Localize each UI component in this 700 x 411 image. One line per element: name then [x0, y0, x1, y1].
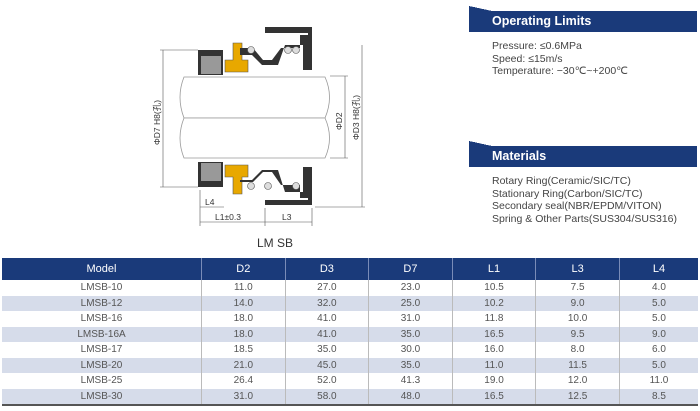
value-cell: 18.0 — [201, 311, 286, 327]
l3-label: L3 — [282, 212, 292, 222]
material-rotary-ring: Rotary Ring(Ceramic/SIC/TC) — [492, 175, 631, 187]
value-cell: 10.0 — [535, 311, 620, 327]
model-cell: LMSB-20 — [2, 357, 202, 373]
model-cell: LMSB-12 — [2, 295, 202, 311]
value-cell: 12.0 — [535, 373, 620, 389]
value-cell: 35.0 — [368, 326, 453, 342]
value-cell: 23.0 — [368, 280, 453, 296]
value-cell: 30.0 — [368, 342, 453, 358]
value-cell: 45.0 — [284, 357, 369, 373]
value-cell: 11.0 — [201, 280, 286, 296]
value-cell: 4.0 — [618, 280, 698, 296]
value-cell: 5.0 — [618, 357, 698, 373]
material-secondary-seal: Secondary seal(NBR/EPDM/VITON) — [492, 200, 662, 212]
value-cell: 31.0 — [201, 388, 286, 406]
value-cell: 10.5 — [451, 280, 536, 296]
value-cell: 25.0 — [368, 295, 453, 311]
value-cell: 19.0 — [451, 373, 536, 389]
value-cell: 11.5 — [535, 357, 620, 373]
value-cell: 9.0 — [618, 326, 698, 342]
material-spring-parts: Spring & Other Parts(SUS304/SUS316) — [492, 212, 678, 225]
value-cell: 35.0 — [284, 342, 369, 358]
pressure-limit: Pressure: ≤0.6MPa — [492, 40, 582, 52]
column-header-d2: D2 — [201, 258, 286, 280]
top-seal-assembly — [198, 27, 312, 75]
column-header-l1: L1 — [451, 258, 536, 280]
l4-label: L4 — [205, 197, 215, 207]
value-cell: 12.5 — [535, 388, 620, 406]
value-cell: 35.0 — [368, 357, 453, 373]
d2-label: ΦD2 — [334, 112, 344, 130]
value-cell: 41.3 — [368, 373, 453, 389]
column-header-d3: D3 — [284, 258, 369, 280]
value-cell: 18.0 — [201, 326, 286, 342]
model-cell: LMSB-10 — [80, 282, 123, 294]
value-cell: 27.0 — [284, 280, 369, 296]
value-cell: 8.0 — [535, 342, 620, 358]
model-cell: LMSB-25 — [80, 375, 123, 387]
value-cell: 18.5 — [201, 342, 286, 358]
value-cell: 21.0 — [201, 357, 286, 373]
material-stationary-ring: Stationary Ring(Carbon/SIC/TC) — [492, 187, 643, 200]
value-cell: 16.5 — [451, 388, 536, 406]
column-header-l3: L3 — [535, 258, 620, 280]
value-cell: 10.2 — [451, 295, 536, 311]
temperature-limit: Temperature: −30℃~+200℃ — [492, 65, 628, 77]
value-cell: 26.4 — [201, 373, 286, 389]
materials-heading: Materials — [469, 141, 697, 167]
value-cell: 32.0 — [284, 295, 369, 311]
value-cell: 16.0 — [451, 342, 536, 358]
column-header-model: Model — [2, 258, 202, 280]
bottom-seal-assembly — [198, 162, 312, 205]
value-cell: 5.0 — [618, 295, 698, 311]
value-cell: 9.5 — [535, 326, 620, 342]
value-cell: 48.0 — [368, 388, 453, 406]
model-cell: LMSB-30 — [2, 388, 202, 406]
value-cell: 5.0 — [618, 311, 698, 327]
value-cell: 41.0 — [284, 311, 369, 327]
value-cell: 6.0 — [618, 342, 698, 358]
drawing-caption: LM SB — [256, 236, 293, 250]
shaft — [179, 76, 330, 159]
value-cell: 11.0 — [451, 357, 536, 373]
value-cell: 8.5 — [618, 388, 698, 406]
d7-label: ΦD7 H8(孔) — [152, 100, 162, 145]
value-cell: 52.0 — [284, 373, 369, 389]
value-cell: 14.0 — [201, 295, 286, 311]
column-header-d7: D7 — [368, 258, 453, 280]
value-cell: 11.0 — [618, 373, 698, 389]
value-cell: 9.0 — [535, 295, 620, 311]
d3-label: ΦD3 H8(孔) — [351, 95, 361, 140]
value-cell: 16.5 — [451, 326, 536, 342]
value-cell: 11.8 — [451, 311, 536, 327]
value-cell: 41.0 — [284, 326, 369, 342]
operating-limits-list: Pressure: ≤0.6MPa Speed: ≤15m/s Temperat… — [492, 40, 628, 78]
value-cell: 31.0 — [368, 311, 453, 327]
seal-cross-section-drawing: ΦD7 H8(孔) ΦD2 ΦD3 H8(孔) L4 L1±0.3 L3 — [152, 27, 365, 226]
materials-list: Rotary Ring(Ceramic/SIC/TC) Stationary R… — [492, 175, 677, 225]
value-cell: 7.5 — [535, 280, 620, 296]
speed-limit: Speed: ≤15m/s — [492, 52, 563, 65]
model-cell: LMSB-16A — [2, 326, 202, 342]
value-cell: 58.0 — [284, 388, 369, 406]
l1-label: L1±0.3 — [215, 212, 241, 222]
dimension-lines — [160, 45, 365, 226]
operating-limits-heading: Operating Limits — [469, 6, 697, 32]
model-cell: LMSB-17 — [80, 344, 123, 356]
model-cell: LMSB-16 — [80, 313, 123, 325]
column-header-l4: L4 — [618, 258, 698, 280]
